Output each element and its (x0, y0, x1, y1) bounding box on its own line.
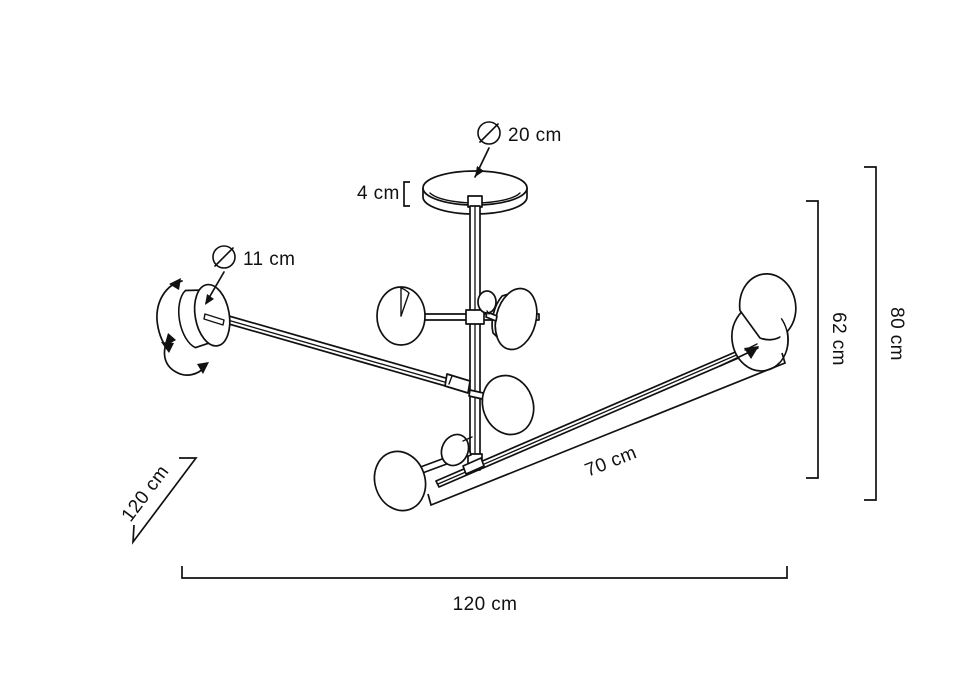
body-height-bracket (806, 200, 819, 479)
lower-bulb-neck (462, 436, 473, 442)
body-height-label: 62 cm (828, 312, 849, 366)
swivel-arrow-head-right (197, 362, 209, 374)
overall-width-bracket (181, 566, 788, 579)
lamp-fixture (178, 170, 797, 512)
swivel-arrow-head-left (164, 333, 176, 347)
dimension-overall-width: 120 cm (181, 566, 788, 615)
lower-left-disc-rim (373, 473, 392, 508)
canopy-diameter-label: 20 cm (508, 125, 562, 146)
overall-depth-bracket (131, 457, 198, 545)
left-arm-collar-edge (448, 375, 453, 385)
diameter-symbol-icon-20 (477, 121, 501, 145)
long-arm-assembly (435, 273, 797, 488)
dimension-body-height: 62 cm (806, 200, 849, 479)
ceiling-canopy (422, 170, 528, 215)
left-long-arm-center-line (216, 316, 463, 388)
right-head-rim (778, 318, 789, 365)
arm-length-dimension-line (427, 352, 787, 507)
overall-height-label: 80 cm (886, 307, 907, 361)
lamp-bulb-lower-center (440, 433, 473, 467)
overall-depth-label: 120 cm (118, 462, 174, 526)
dimension-shade-diameter: 11 cm (205, 245, 295, 305)
long-arm-center-line (437, 346, 756, 485)
lower-bulb (440, 433, 470, 467)
tilt-arrow-head-bottom (161, 342, 174, 353)
arm-length-arrowhead (744, 346, 759, 359)
upper-right-bulb (477, 290, 497, 314)
tilt-arrow-head-top (169, 278, 181, 290)
canopy-diameter-arrowhead (475, 166, 484, 177)
shade-diameter-label: 11 cm (243, 249, 295, 270)
upper-right-bulb-neck (486, 310, 490, 315)
left-head-face (193, 283, 231, 347)
dimension-arm-length: 70 cm (427, 346, 787, 507)
rotation-arrows (156, 278, 209, 376)
dimension-overall-depth: 120 cm (118, 457, 198, 545)
arm-length-label: 70 cm (582, 442, 640, 481)
upper-arm-collar (465, 309, 485, 325)
overall-height-bracket (864, 166, 877, 501)
dimension-overall-height: 80 cm (864, 166, 907, 501)
swivel-rotation-arrow-icon (163, 333, 209, 376)
tilt-rotation-arrow-icon (156, 278, 183, 353)
left-head-back-edge (178, 289, 197, 349)
upper-arm-assembly (376, 286, 540, 351)
dimension-canopy-diameter: 20 cm (474, 121, 562, 178)
shade-diameter-arrowhead (205, 294, 214, 305)
overall-width-label: 120 cm (453, 594, 518, 615)
center-head-rim (481, 398, 501, 433)
dimension-canopy-height: 4 cm (357, 181, 410, 207)
left-head-socket-pin (203, 313, 225, 326)
lamp-head-left (178, 283, 231, 349)
canopy-height-label: 4 cm (357, 183, 400, 204)
lamp-head-upper-right (477, 287, 538, 351)
lamp-head-lower-left (373, 450, 427, 512)
lamp-head-upper-left (376, 286, 426, 346)
diameter-symbol-icon-11 (212, 245, 236, 269)
vertical-stem (467, 195, 483, 471)
upper-left-long-arm-assembly (178, 283, 471, 394)
canopy-height-bracket (403, 181, 410, 207)
long-arm-collar (462, 457, 485, 475)
lamp-head-center (468, 374, 535, 436)
